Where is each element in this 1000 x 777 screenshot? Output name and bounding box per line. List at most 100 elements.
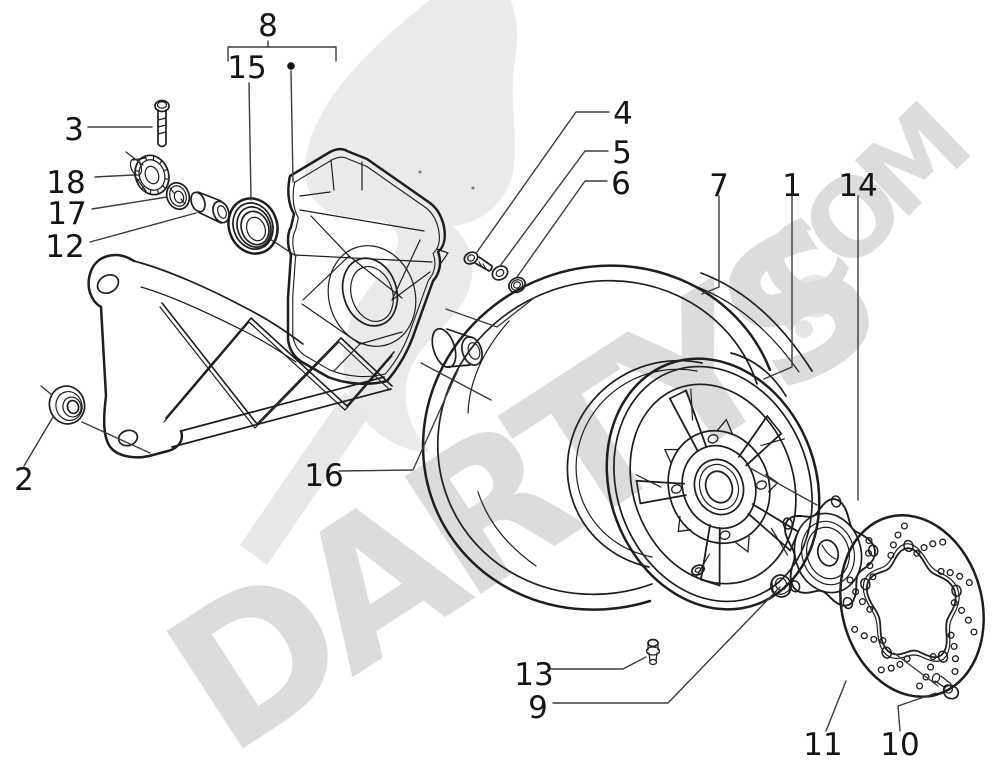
disc-center-scallop bbox=[862, 543, 960, 663]
rim-dish bbox=[629, 383, 797, 585]
tire-sidewall-edge bbox=[436, 279, 758, 596]
disc-detail bbox=[846, 522, 978, 690]
bracket-foot-hole bbox=[117, 429, 139, 447]
detail-line bbox=[747, 512, 792, 552]
leader-2 bbox=[23, 416, 54, 467]
detail-line bbox=[161, 302, 258, 425]
detail-line bbox=[163, 168, 169, 172]
swingarm-bracket bbox=[87, 147, 475, 459]
tire-shoulder-arc-upper bbox=[467, 320, 510, 414]
disc-drill-hole bbox=[956, 572, 964, 580]
detail-line bbox=[745, 432, 783, 467]
callout-label-17: 17 bbox=[47, 196, 86, 232]
detail-line bbox=[159, 306, 256, 429]
bracket-lobe-hole bbox=[96, 273, 120, 295]
assembly-zigzag bbox=[445, 297, 535, 328]
disc-drill-hole bbox=[929, 540, 937, 548]
disc-drill-hole bbox=[951, 655, 960, 663]
watermark-band bbox=[240, 392, 372, 565]
disc-drill-hole bbox=[866, 562, 874, 570]
wheel bbox=[421, 264, 821, 611]
leader-4 bbox=[476, 111, 610, 253]
disc-drill-hole bbox=[922, 673, 930, 681]
disc-drill-hole bbox=[937, 567, 945, 575]
detail-line bbox=[635, 480, 642, 504]
leader-17 bbox=[91, 196, 168, 210]
disc-drill-hole bbox=[879, 637, 887, 645]
detail-line bbox=[766, 415, 782, 435]
rim-back-edge-upper bbox=[700, 272, 813, 372]
plate-right-notch bbox=[436, 248, 449, 264]
watermark-flame-swoosh bbox=[304, 0, 518, 452]
disc-drill-hole bbox=[950, 642, 958, 650]
plate-oval-hole-outer bbox=[341, 257, 399, 327]
nut-2-axis-line bbox=[40, 385, 151, 454]
callout-label-2: 2 bbox=[14, 462, 34, 498]
callout-label-6: 6 bbox=[611, 166, 631, 202]
leader-12 bbox=[89, 212, 197, 243]
tire-bead-outer bbox=[566, 359, 703, 568]
hub-hole bbox=[670, 484, 683, 494]
detail-line bbox=[134, 169, 140, 172]
detail-line bbox=[256, 337, 342, 425]
callout-8-dot bbox=[287, 62, 295, 70]
disc-drill-hole bbox=[927, 663, 935, 671]
disc-drill-hole bbox=[869, 573, 877, 581]
callout-label-9: 9 bbox=[528, 690, 548, 726]
bolt-3 bbox=[154, 99, 170, 148]
detail-line bbox=[668, 397, 699, 453]
callout-label-8: 8 bbox=[258, 8, 278, 44]
disc-drill-hole bbox=[965, 579, 973, 587]
axis-disc-to-bolt10 bbox=[893, 652, 939, 687]
axle-nut-9 bbox=[770, 574, 792, 598]
disc-drill-hole bbox=[865, 536, 873, 545]
flange-ear-hole bbox=[782, 517, 794, 530]
hub-plate bbox=[667, 429, 771, 545]
detail-line bbox=[164, 178, 170, 181]
bushing-16 bbox=[431, 327, 483, 369]
disc-bolt-hole bbox=[951, 584, 962, 597]
flanged-nut-2 bbox=[40, 385, 151, 454]
callout-label-12: 12 bbox=[45, 229, 84, 265]
axis-16-to-hub bbox=[420, 362, 492, 401]
brake-disc-11 bbox=[839, 514, 985, 698]
speckle bbox=[471, 186, 475, 190]
rim-back-edge-lower bbox=[688, 283, 800, 373]
watermark-dot bbox=[795, 320, 813, 338]
washer-5 bbox=[491, 265, 509, 281]
callout-8-bracket bbox=[227, 40, 337, 62]
disc-outer-edge bbox=[839, 514, 985, 698]
plate-oval-hole-inner bbox=[350, 266, 394, 322]
leader-13 bbox=[550, 656, 647, 670]
detail-line bbox=[690, 388, 694, 421]
flange-ear-hole bbox=[830, 495, 842, 508]
bracket-outer-contour bbox=[87, 253, 184, 459]
disc-drill-hole bbox=[866, 605, 874, 613]
detail-line bbox=[635, 474, 662, 488]
disc-bolt-hole bbox=[881, 646, 892, 659]
leader-7 bbox=[701, 195, 720, 295]
hub-bolt-holes bbox=[670, 434, 768, 540]
flange-star-outline bbox=[783, 498, 876, 607]
disc-drill-hole bbox=[946, 569, 954, 577]
leader-18 bbox=[94, 174, 134, 178]
leader-15 bbox=[248, 82, 252, 201]
disc-drill-hole bbox=[920, 544, 928, 552]
disc-drill-hole bbox=[894, 531, 902, 539]
hub-ring-2 bbox=[698, 463, 740, 511]
detail-line bbox=[770, 527, 789, 556]
callout-label-11: 11 bbox=[803, 727, 842, 763]
detail-line bbox=[760, 438, 786, 447]
rim-bead-heavy-arc bbox=[730, 352, 787, 397]
disc-drill-hole bbox=[900, 522, 908, 530]
plate-inner-contour bbox=[292, 156, 440, 378]
hub-boss bbox=[681, 444, 757, 530]
detail-line bbox=[144, 155, 148, 161]
bolt-13 bbox=[645, 638, 661, 666]
bracket-arm-top-edge bbox=[133, 260, 304, 345]
detail-line bbox=[250, 317, 348, 407]
hub-pocket bbox=[663, 448, 679, 465]
disc-bolt-10 bbox=[931, 673, 960, 700]
disc-drill-hole bbox=[877, 666, 885, 674]
